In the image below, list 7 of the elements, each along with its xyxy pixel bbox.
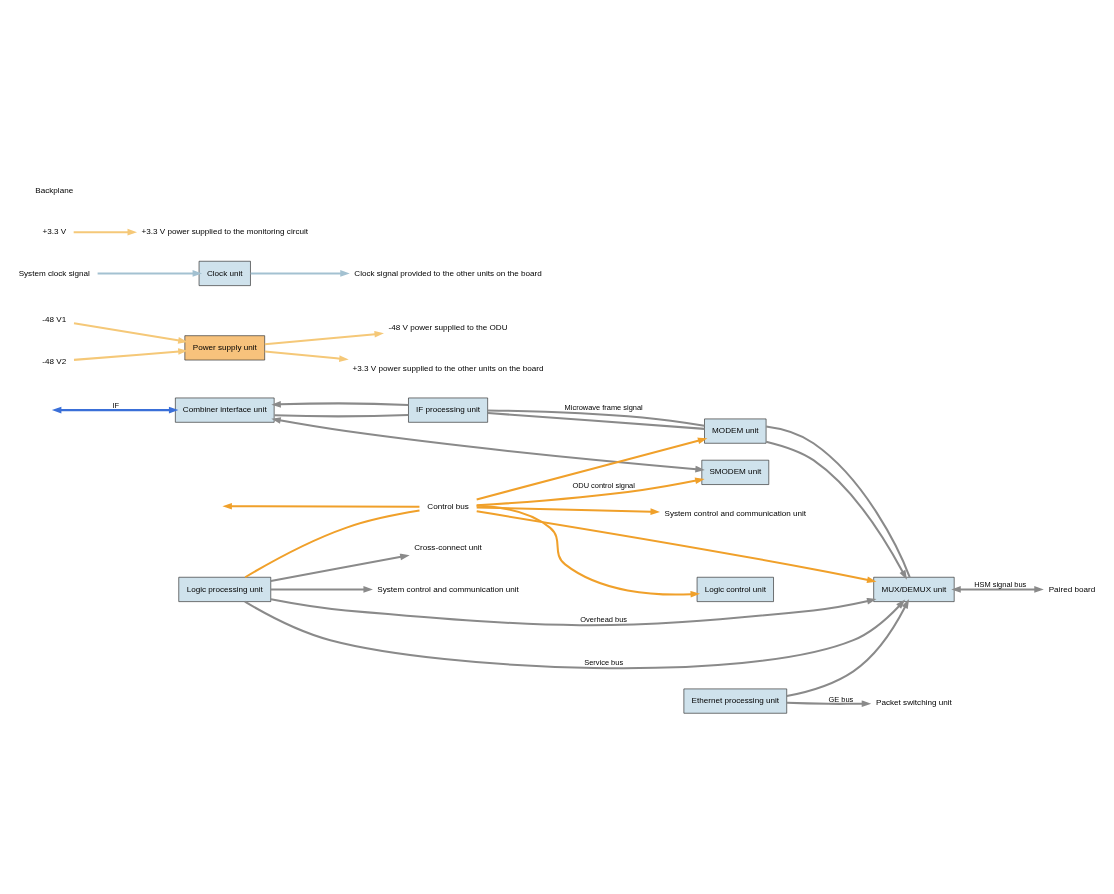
edge-label: GE bus: [828, 694, 854, 704]
edge-label: IF: [112, 400, 120, 410]
edge-label: Service bus: [584, 658, 624, 668]
edge-label: Microwave frame signal: [564, 402, 643, 412]
edge-label: HSM signal bus: [974, 580, 1027, 590]
edge-label: ODU control signal: [572, 480, 635, 490]
edge-label: Overhead bus: [580, 614, 628, 624]
